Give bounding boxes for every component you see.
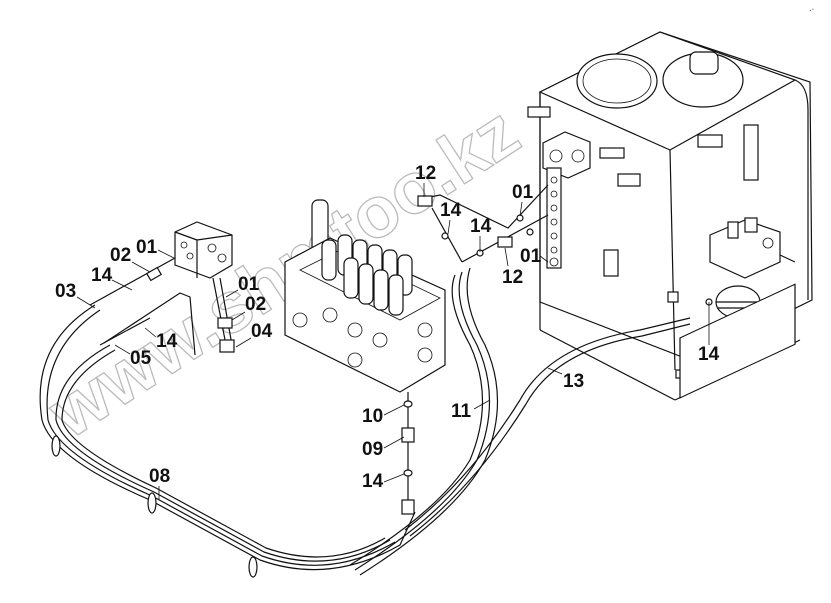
- hydraulic-tank: [527, 31, 813, 401]
- hose-13: [404, 317, 691, 537]
- pilot-lines: [89, 257, 235, 356]
- callout-01: 01: [136, 237, 175, 259]
- callout-02b: 02: [231, 294, 266, 321]
- svg-text:01: 01: [512, 182, 534, 203]
- clamp: [51, 435, 61, 457]
- svg-text:11: 11: [451, 401, 472, 422]
- callout-01c: 01: [512, 182, 534, 217]
- manifold-block: [542, 131, 591, 269]
- svg-text:02: 02: [245, 294, 266, 315]
- pilot-valve-block: [174, 221, 233, 279]
- callout-14: 14: [91, 265, 133, 291]
- callouts: 01 02 14 03 05 14 01 02 04 12 14 14 01 0…: [55, 163, 720, 500]
- svg-text:14: 14: [698, 344, 720, 365]
- hose-11: [349, 267, 499, 576]
- svg-text:13: 13: [563, 371, 584, 392]
- filler-cap: [689, 51, 719, 75]
- clamp: [147, 492, 157, 514]
- callout-12b: 12: [502, 247, 523, 288]
- level-gauge: [743, 124, 759, 181]
- callout-11: 11: [451, 399, 491, 422]
- callout-14d: 14: [470, 216, 492, 252]
- callout-02: 02: [110, 245, 151, 273]
- callout-12: 12: [415, 163, 436, 197]
- svg-text:14: 14: [156, 331, 178, 352]
- control-valve: [284, 199, 446, 393]
- callout-05: 05: [114, 344, 152, 369]
- svg-text:09: 09: [362, 439, 383, 460]
- callout-14b: 14: [144, 327, 178, 352]
- callout-14e: 14: [362, 471, 405, 492]
- svg-text:01: 01: [136, 237, 158, 258]
- callout-01b: 01: [225, 274, 260, 298]
- fitting-stack: [401, 392, 415, 515]
- callout-08: 08: [149, 466, 170, 500]
- corner-mark: ..: [806, 2, 816, 14]
- callout-01d: 01: [520, 246, 549, 267]
- svg-text:14: 14: [470, 216, 492, 237]
- spool-caps: [321, 234, 413, 316]
- svg-text:10: 10: [362, 406, 383, 427]
- svg-text:12: 12: [415, 163, 436, 184]
- svg-text:05: 05: [130, 348, 152, 369]
- svg-text:03: 03: [55, 281, 76, 302]
- callout-09: 09: [362, 436, 405, 460]
- callout-13: 13: [547, 367, 584, 392]
- svg-text:01: 01: [520, 246, 542, 267]
- callout-10: 10: [362, 404, 405, 427]
- callout-04: 04: [235, 321, 273, 348]
- clamp: [248, 556, 258, 578]
- svg-text:08: 08: [149, 466, 170, 487]
- svg-text:14: 14: [440, 200, 462, 221]
- hose-bundle-08: [39, 304, 416, 578]
- svg-text:01: 01: [238, 274, 260, 295]
- svg-text:12: 12: [502, 267, 523, 288]
- svg-text:04: 04: [251, 321, 273, 342]
- callout-14f: 14: [698, 344, 720, 365]
- tank-cover-left: [576, 53, 658, 109]
- svg-text:14: 14: [362, 471, 384, 492]
- relief-valve: [709, 217, 796, 279]
- svg-text:02: 02: [110, 245, 131, 266]
- tank-fittings: [417, 184, 713, 345]
- callout-03: 03: [55, 281, 96, 309]
- callout-14c: 14: [440, 200, 462, 235]
- svg-text:14: 14: [91, 265, 113, 286]
